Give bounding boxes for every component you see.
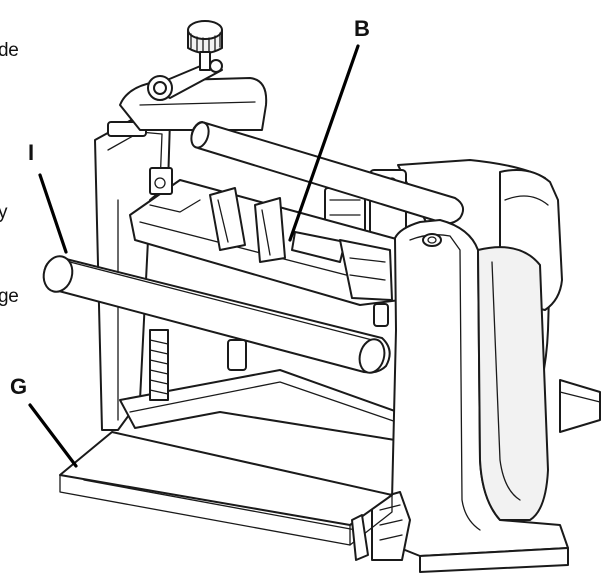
callout-b: B [288,16,370,242]
infeed-table [59,431,393,561]
base-frame [119,329,421,441]
callout-i: I [28,140,68,254]
dust-hood [129,167,401,306]
outfeed-table [559,379,601,433]
left-column [94,117,171,431]
callout-label-i: I [28,140,34,165]
top-carriage [119,20,268,131]
front-roller [42,255,391,374]
right-housing [371,219,569,573]
text-fragment-top: de [0,40,19,61]
callout-label-b: B [354,16,370,41]
callout-label-g: G [10,374,27,399]
callout-g: G [10,374,78,468]
text-fragment-middle: y [0,202,8,223]
leader-line-b [288,44,360,242]
text-fragment-lower: ge [0,286,19,307]
leader-line-i [38,173,68,254]
leader-line-g [28,403,78,468]
